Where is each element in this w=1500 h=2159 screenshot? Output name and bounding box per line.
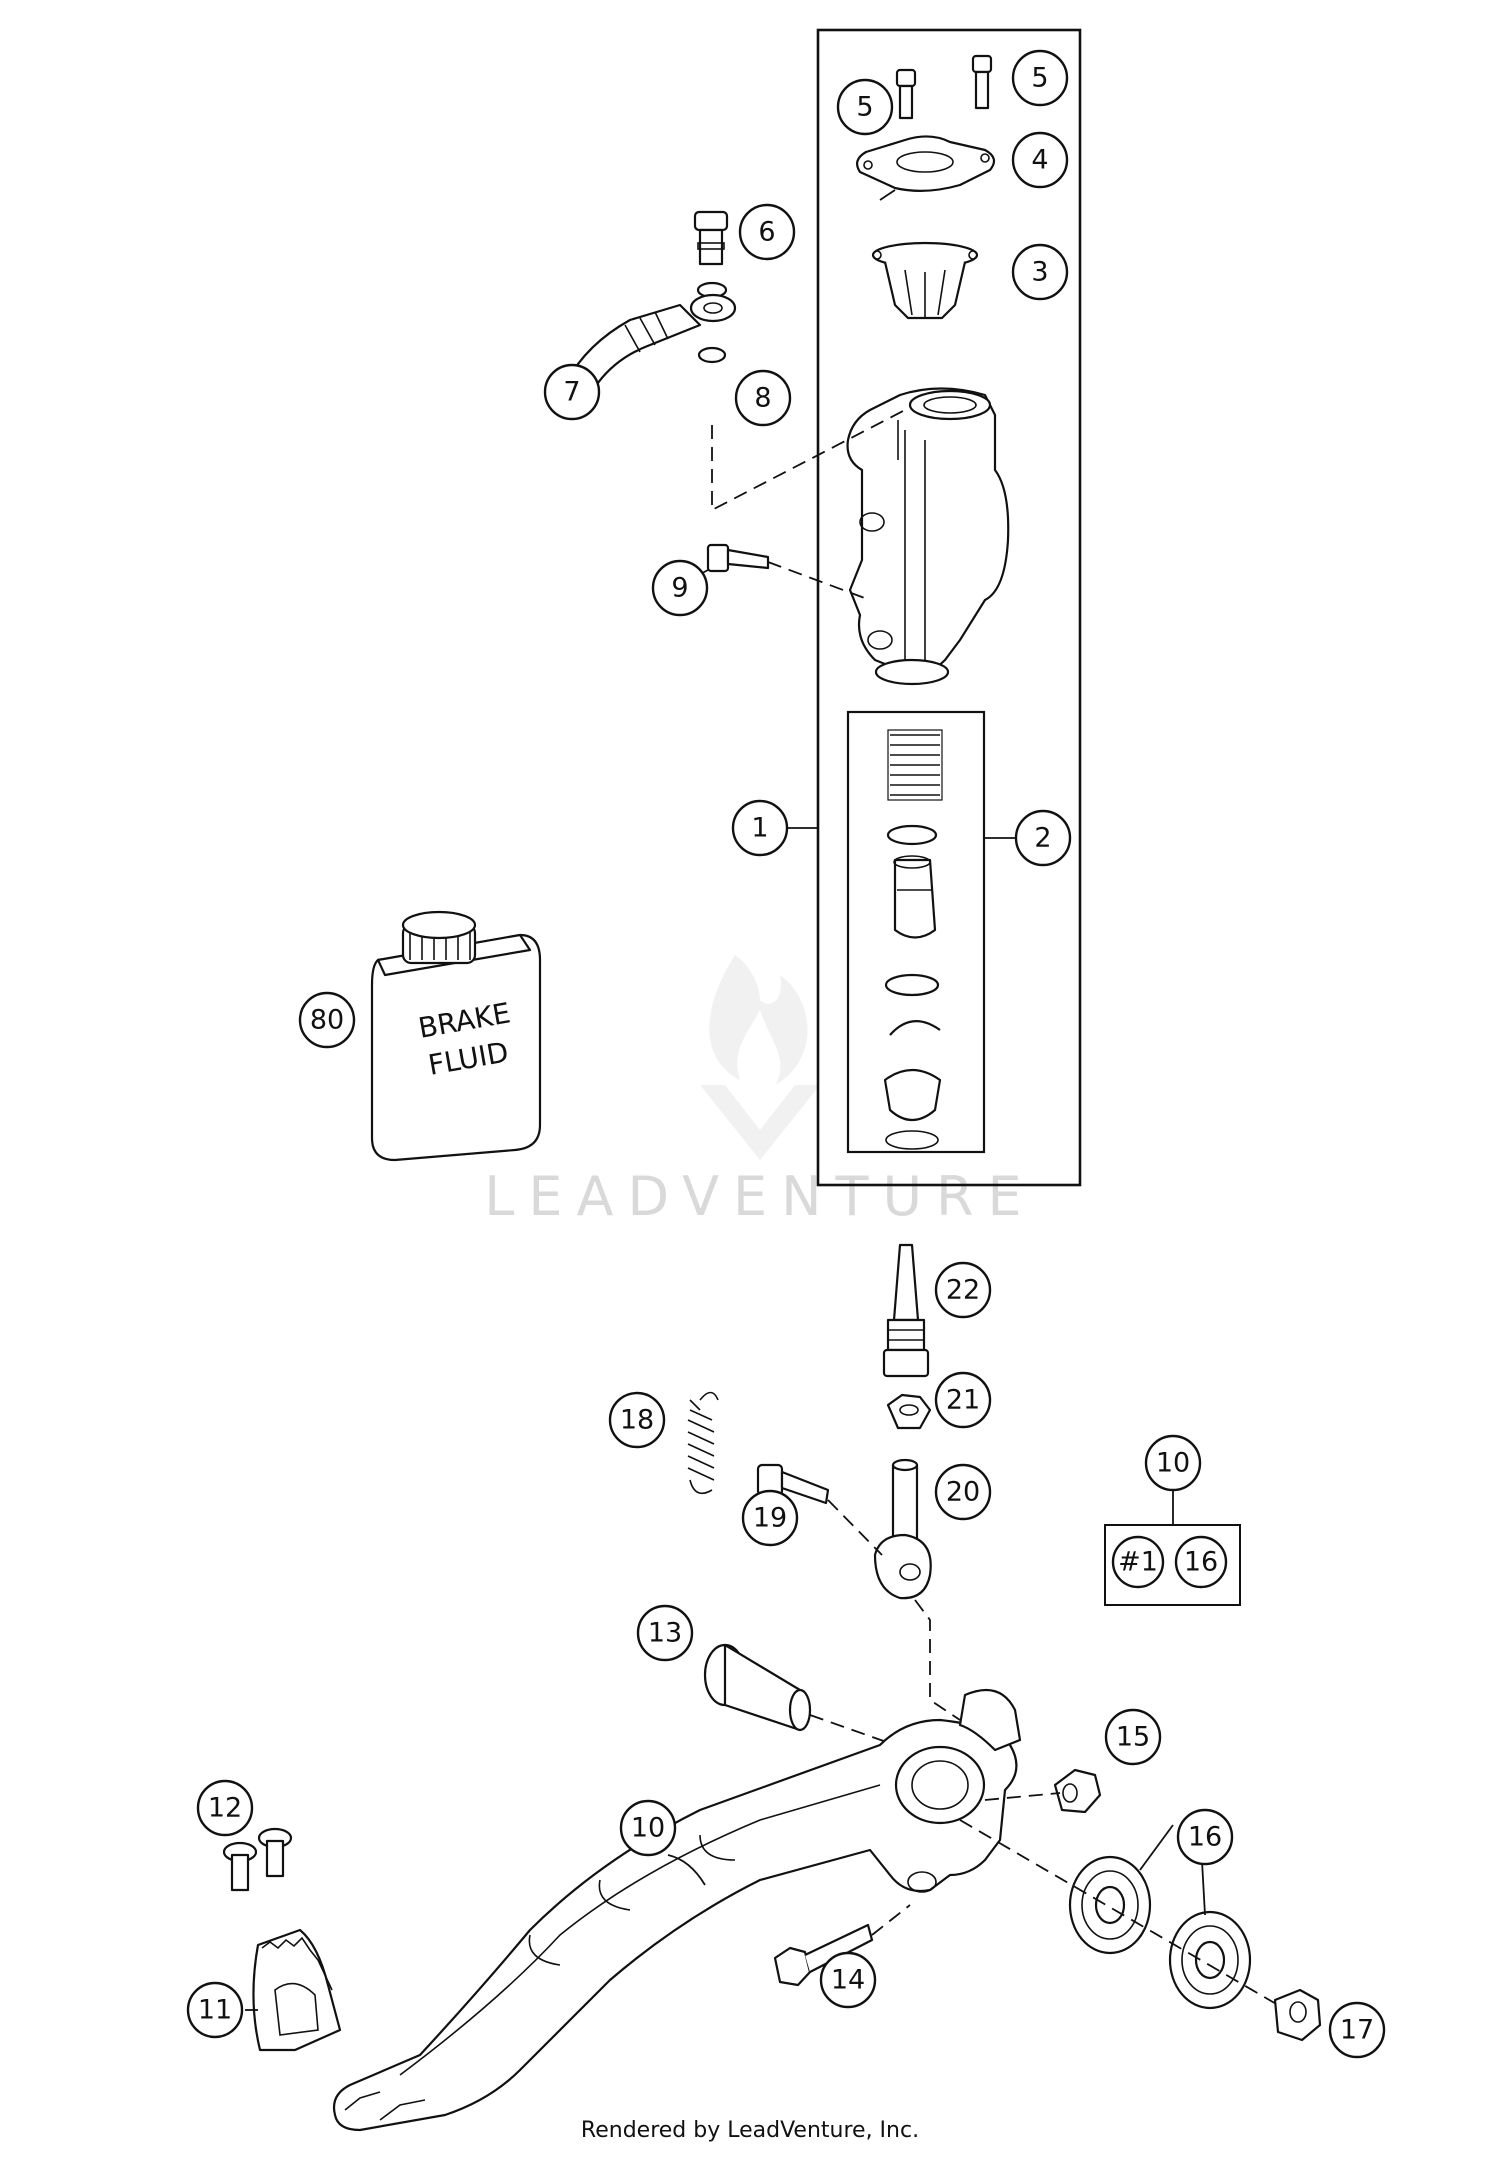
bolt-part-14 [773,1923,874,1987]
callout-80: 80 [298,991,356,1049]
repair-kit-parts [883,729,943,1150]
watermark-logo [700,955,820,1160]
callout-17: 17 [1328,2001,1386,2059]
svg-text:21: 21 [946,1385,980,1416]
svg-text:19: 19 [753,1503,787,1534]
svg-text:20: 20 [946,1477,980,1508]
leader-bolt19 [827,1499,883,1556]
callout-6: 6 [738,203,796,261]
callout-9: 9 [651,559,709,617]
screw-part-12b [257,1827,293,1878]
svg-text:2: 2 [1034,823,1051,854]
leader-clevis-to-pedal [914,1599,961,1721]
screw-part-5b [971,54,993,110]
leader-washer15 [984,1792,1061,1801]
screw-part-12a [222,1841,258,1892]
bolt-part-19 [756,1463,830,1505]
clevis-part-20 [873,1458,932,1600]
pedal-step-part-11 [252,1928,342,2052]
callout-7: 7 [543,363,601,421]
svg-text:18: 18 [620,1405,654,1436]
callout-20: 20 [934,1463,992,1521]
svg-text:11: 11 [198,1995,232,2026]
nut-part-17 [1273,1988,1322,2042]
svg-text:15: 15 [1116,1722,1150,1753]
leader-bushing [809,1714,896,1746]
callout-11: 11 [186,1981,244,2039]
callout-10: 10 [619,1799,677,1857]
callout-19: 19 [741,1489,799,1547]
kit-callout-16: 16 [1174,1535,1228,1589]
callout-10-top: 10 [1144,1434,1202,1492]
screw-part-5a [895,68,917,120]
svg-text:6: 6 [758,217,775,248]
svg-text:5: 5 [856,92,873,123]
kit-callout-1: #1 [1111,1535,1165,1589]
callout-4: 4 [1011,131,1069,189]
callout-14: 14 [819,1951,877,2009]
callout-5a: 5 [836,78,894,136]
brake-fluid-bottle-part-80: BRAKE FLUID [370,910,542,1162]
callout-15: 15 [1104,1708,1162,1766]
svg-text:16: 16 [1184,1547,1218,1578]
svg-text:7: 7 [563,377,580,408]
callout-16: 16 [1176,1808,1234,1866]
washer-part-15 [1053,1768,1102,1814]
leader-bolt14 [871,1904,911,1936]
footer-credit: Rendered by LeadVenture, Inc. [580,2118,920,2143]
callout-1: 1 [731,799,789,857]
svg-text:16: 16 [1188,1822,1222,1853]
svg-text:17: 17 [1340,2015,1374,2046]
spring-part-18 [687,1391,719,1495]
watermark-text: LEADVENTURE [484,1165,1035,1228]
callout-22: 22 [934,1261,992,1319]
callout-2: 2 [1014,809,1072,867]
svg-text:22: 22 [946,1275,980,1306]
cover-part-4 [855,135,996,192]
svg-text:9: 9 [671,573,688,604]
bushing-part-13 [703,1643,812,1732]
callout-12: 12 [196,1779,254,1837]
leader-bolt-to-cylinder [767,561,871,601]
master-cylinder-body [846,387,1010,686]
svg-text:8: 8 [754,383,771,414]
callout-8: 8 [734,369,792,427]
repair-kit-box [846,710,986,1154]
leader-hose-to-cylinder [711,409,906,512]
svg-text:4: 4 [1031,145,1048,176]
svg-text:10: 10 [631,1813,665,1844]
svg-text:13: 13 [648,1618,682,1649]
bearing-part-16b [1168,1910,1252,2010]
callout-5b: 5 [1011,49,1069,107]
callout-18: 18 [608,1391,666,1449]
svg-text:#1: #1 [1118,1547,1158,1578]
leader-bearing-axis [959,1819,1291,2013]
nut-part-21 [886,1393,932,1430]
diaphragm-part-3 [871,241,979,320]
svg-text:80: 80 [310,1005,344,1036]
callout-13: 13 [636,1604,694,1662]
callout-3: 3 [1011,243,1069,301]
bearing-part-16a [1068,1855,1152,1955]
svg-text:3: 3 [1031,257,1048,288]
svg-text:12: 12 [208,1793,242,1824]
brake-hose-part-7 [563,293,737,397]
brake-pedal-part-10 [332,1688,1022,2132]
banjo-bolt-part-6 [693,210,729,266]
svg-text:14: 14 [831,1965,865,1996]
bolt-part-9 [706,543,770,573]
push-rod-part-22 [882,1243,930,1378]
svg-text:10: 10 [1156,1448,1190,1479]
master-cylinder-group-box [816,28,1082,1187]
callout-21: 21 [934,1371,992,1429]
washer-part-8 [697,346,727,364]
svg-text:5: 5 [1031,63,1048,94]
svg-text:1: 1 [751,813,768,844]
